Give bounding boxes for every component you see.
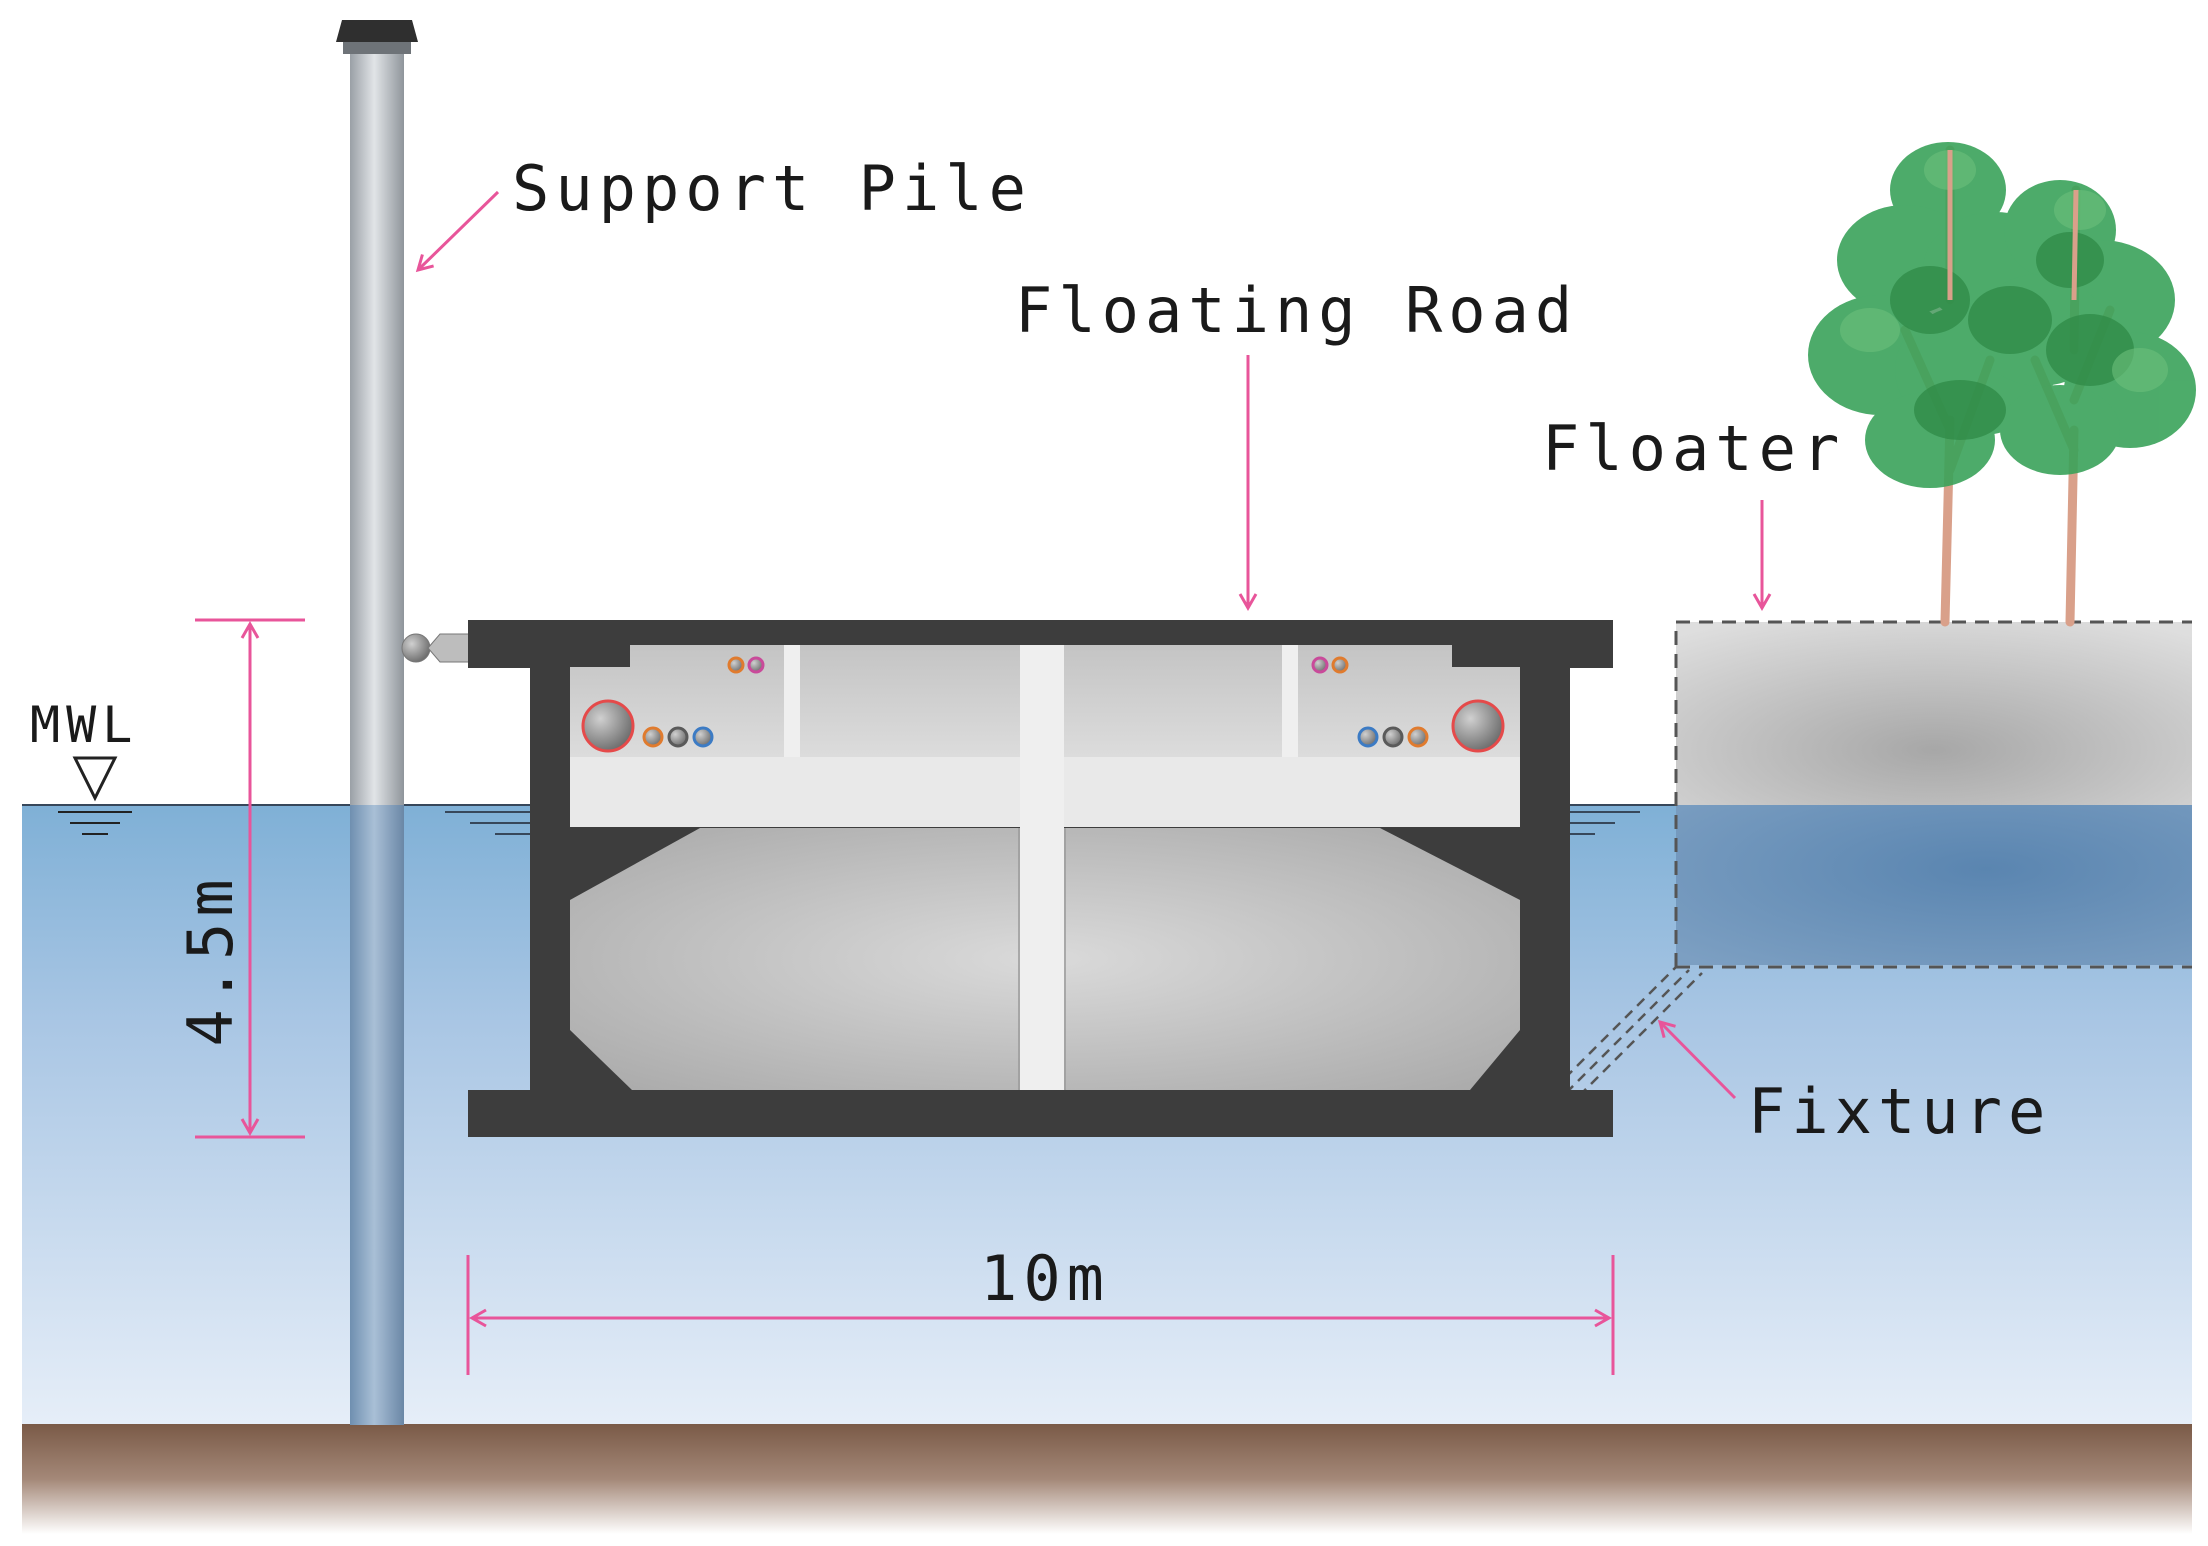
waterline-ripples xyxy=(445,811,1640,835)
floater-block xyxy=(1674,620,2192,969)
floating-road xyxy=(468,620,1613,1137)
fixture-label: Fixture xyxy=(1748,1075,2051,1148)
floating-road-label: Floating Road xyxy=(1015,274,1578,347)
depth-label: 4.5m xyxy=(174,873,247,1046)
mwl-marker xyxy=(58,756,132,835)
floater-label: Floater xyxy=(1542,412,1845,485)
mwl-label: MWL xyxy=(30,696,138,754)
support-pile-arrow xyxy=(415,190,500,273)
inverted-triangle-icon xyxy=(72,756,118,802)
support-pile-label: Support Pile xyxy=(512,152,1032,225)
support-pile xyxy=(336,20,473,1425)
fixture-link xyxy=(1552,966,1703,1097)
width-dimension xyxy=(466,1255,1615,1375)
fixture-arrow xyxy=(1657,1019,1737,1100)
ground xyxy=(22,1424,2192,1534)
trees xyxy=(1808,142,2196,627)
depth-dimension xyxy=(195,618,305,1139)
width-label: 10m xyxy=(980,1242,1110,1315)
